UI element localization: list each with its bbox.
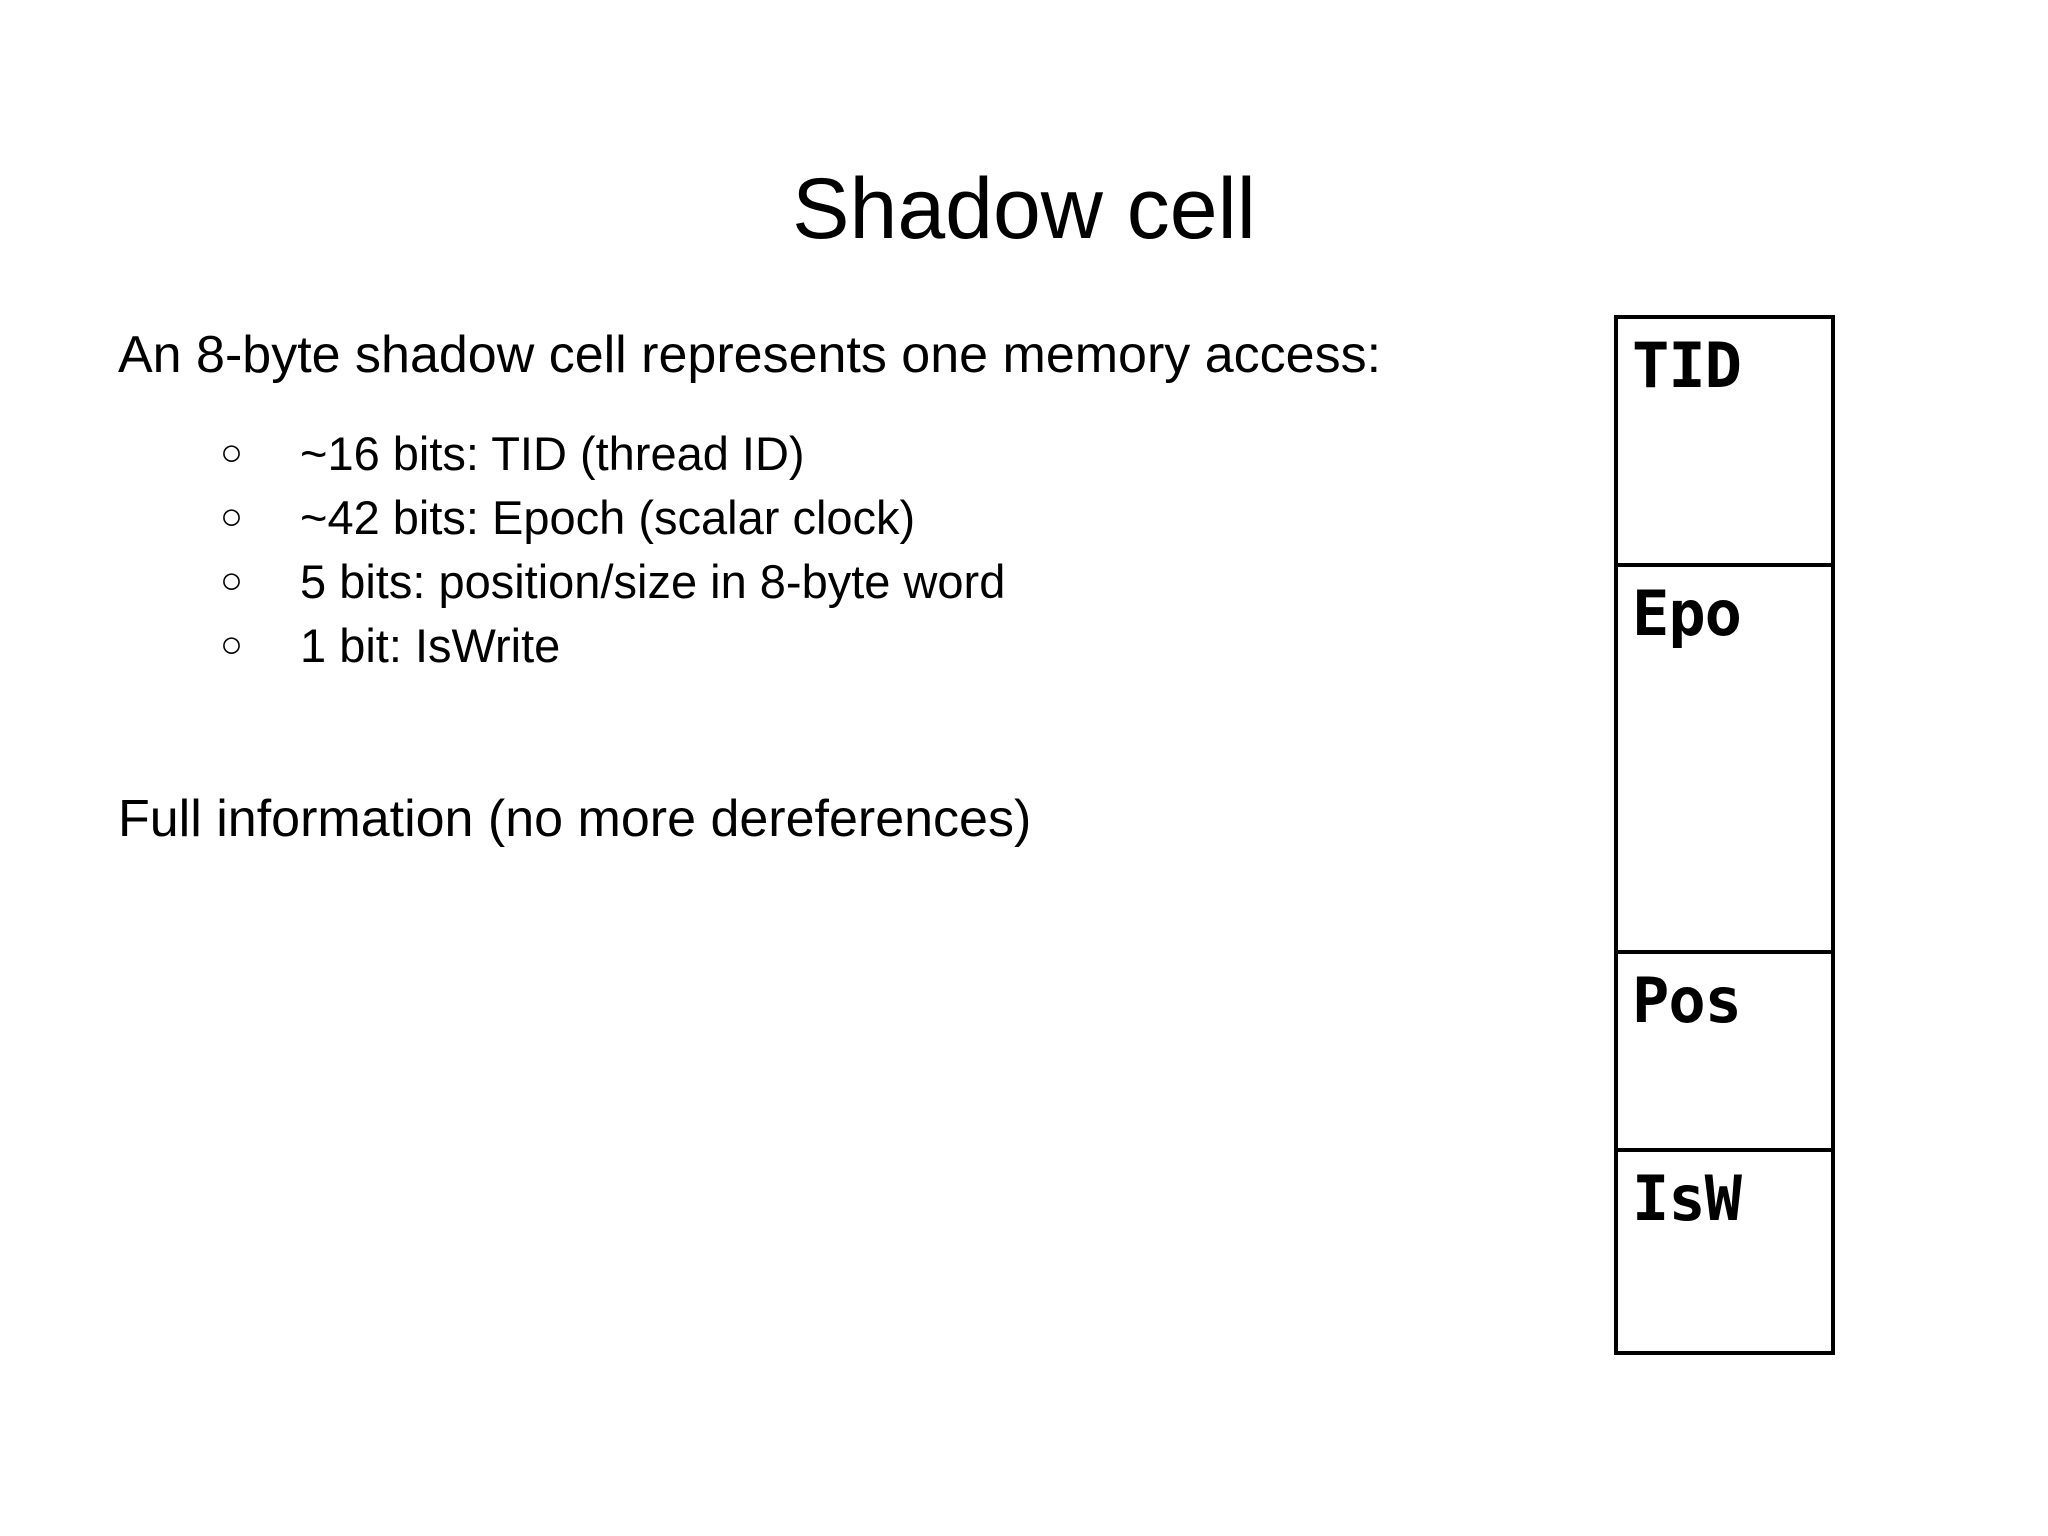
body-content: An 8-byte shadow cell represents one mem… bbox=[118, 318, 1538, 853]
list-item-label: ~42 bits: Epoch (scalar clock) bbox=[300, 490, 916, 544]
list-item: ○ ~42 bits: Epoch (scalar clock) bbox=[220, 486, 1538, 550]
list-item-label: ~16 bits: TID (thread ID) bbox=[300, 426, 805, 480]
diagram-cell-epo: Epo bbox=[1618, 566, 1831, 954]
list-item: ○ 5 bits: position/size in 8-byte word bbox=[220, 550, 1538, 614]
list-item-label: 1 bit: IsWrite bbox=[300, 618, 561, 672]
list-item: ○ ~16 bits: TID (thread ID) bbox=[220, 422, 1538, 486]
shadow-cell-diagram: TID Epo Pos IsW bbox=[1614, 315, 1835, 1355]
circle-bullet-icon: ○ bbox=[220, 559, 243, 602]
circle-bullet-icon: ○ bbox=[220, 623, 243, 666]
closing-paragraph: Full information (no more dereferences) bbox=[118, 789, 1032, 848]
diagram-cell-label: Epo bbox=[1632, 576, 1742, 650]
diagram-cell-pos: Pos bbox=[1618, 953, 1831, 1152]
diagram-cell-label: IsW bbox=[1632, 1161, 1742, 1235]
intro-paragraph: An 8-byte shadow cell represents one mem… bbox=[118, 326, 1382, 384]
list-item-label: 5 bits: position/size in 8-byte word bbox=[300, 554, 1006, 608]
diagram-cell-tid: TID bbox=[1618, 319, 1831, 567]
circle-bullet-icon: ○ bbox=[220, 431, 243, 474]
diagram-cell-label: TID bbox=[1632, 329, 1742, 402]
list-item: ○ 1 bit: IsWrite bbox=[220, 614, 1538, 678]
diagram-cell-isw: IsW bbox=[1618, 1151, 1831, 1351]
bullet-list: ○ ~16 bits: TID (thread ID) ○ ~42 bits: … bbox=[118, 422, 1538, 678]
circle-bullet-icon: ○ bbox=[220, 495, 243, 538]
page-title: Shadow cell bbox=[792, 160, 1256, 257]
diagram-cell-label: Pos bbox=[1632, 963, 1742, 1037]
